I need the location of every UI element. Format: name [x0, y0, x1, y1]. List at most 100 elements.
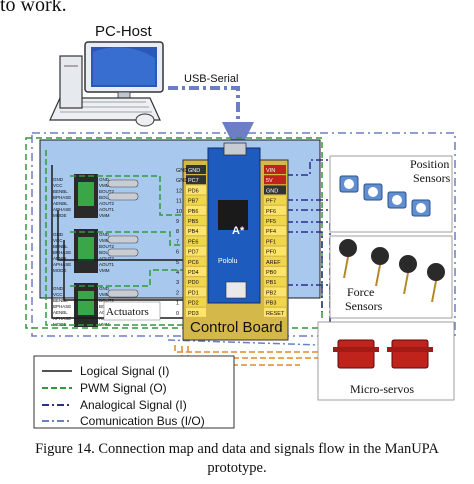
left-pin-number: 9 [176, 219, 179, 225]
left-pin-label: PD3 [188, 311, 199, 317]
right-pin-cell [264, 165, 286, 174]
driver-pin-right: VMM [99, 183, 110, 188]
driver-pin-right: VMM [99, 292, 110, 297]
driver-pin-right: BOUT2 [99, 189, 115, 194]
right-pin-label: PF1 [266, 239, 276, 245]
pc-host-label: PC-Host [95, 23, 153, 40]
right-pin-label: AREF [266, 260, 281, 266]
left-pin-label: PC6 [188, 260, 199, 266]
left-pin-number: GND [176, 168, 188, 174]
right-pin-cell [264, 307, 286, 317]
driver-pin-left: AENBL [53, 310, 68, 315]
driver-pin-right: VMM [99, 322, 110, 327]
figure-caption: Figure 14. Connection map and data and s… [0, 440, 474, 478]
caption-line-1: Figure 14. Connection map and data and s… [35, 441, 439, 457]
left-pin-cell [186, 205, 206, 215]
left-pin-number: 1 [176, 301, 179, 307]
left-pin-number: 5 [176, 260, 179, 266]
driver-pin-right: VMM [99, 238, 110, 243]
left-pin-cell [186, 185, 206, 195]
usb-serial-bus [168, 86, 254, 154]
driver-pin-right: BOUT2 [99, 244, 115, 249]
right-pin-label: PF7 [266, 199, 276, 205]
motor-driver-1 [74, 174, 98, 218]
left-pin-number: GND [176, 178, 188, 184]
left-pin-cell [186, 216, 206, 225]
left-pin-cell [186, 297, 206, 307]
right-pin-label: 5V [266, 178, 273, 184]
left-pin-number: 8 [176, 229, 179, 235]
right-pin-cell [264, 205, 286, 215]
driver-pin-right: VMM [99, 268, 110, 273]
left-pin-cell [186, 256, 206, 266]
left-pin-cell [186, 195, 206, 205]
position-sensors-label-2: Sensors [413, 171, 451, 185]
left-pin-label: PD2 [188, 301, 199, 307]
actuators-label: Actuators [106, 306, 149, 318]
legend-bus: Comunication Bus (I/O) [80, 414, 205, 428]
left-pin-label: PD1 [188, 290, 199, 296]
driver-pin-right: GND [99, 286, 110, 291]
left-pin-number: 2 [176, 290, 179, 296]
driver-pin-left: GND [53, 177, 64, 182]
left-pin-label: PD6 [188, 188, 199, 194]
driver-pin-left: MODE [53, 268, 67, 273]
driver-pin-right: BOUT1 [99, 250, 115, 255]
right-pin-cell [264, 287, 286, 297]
legend: Logical Signal (I) PWM Signal (O) Analog… [33, 355, 235, 429]
right-pin-label: RESET [266, 311, 285, 317]
driver-pin-right: BOUT1 [99, 195, 115, 200]
board-model: A* [232, 225, 245, 237]
legend-analog: Analogical Signal (I) [80, 398, 187, 412]
driver-pin-left: BPHASE [53, 304, 71, 309]
legend-pwm: PWM Signal (O) [80, 381, 167, 395]
right-pin-label: PF0 [266, 250, 276, 256]
left-pin-cell [186, 267, 206, 276]
right-pin-label: PF4 [266, 229, 276, 235]
preceding-text: to work. [0, 0, 67, 16]
driver-pin-right: AOUT2 [99, 256, 115, 261]
right-pin-cell [264, 175, 286, 185]
driver-pin-left: VCC [53, 292, 63, 297]
right-pin-label: PF5 [266, 219, 276, 225]
motor-driver-3 [74, 283, 98, 327]
left-pin-number: 3 [176, 280, 179, 286]
usb-serial-label: USB-Serial [184, 73, 238, 85]
left-pin-number: 4 [176, 270, 179, 276]
right-pin-cell [264, 256, 286, 266]
driver-pin-left: GND [53, 286, 64, 291]
right-pin-cell [264, 277, 286, 287]
motor-driver-2 [74, 229, 98, 273]
left-pin-cell [186, 287, 206, 297]
left-pin-cell [186, 246, 206, 256]
right-pin-cell [264, 267, 286, 276]
board-brand: Pololu [218, 258, 238, 265]
right-pin-label: PB2 [266, 290, 276, 296]
driver-pin-right: AOUT1 [99, 207, 115, 212]
driver-pin-left: BENBL [53, 244, 68, 249]
control-board-label: Control Board [190, 319, 283, 336]
right-pin-cell [264, 216, 286, 225]
right-pin-label: PB3 [266, 301, 276, 307]
right-pin-cell [264, 246, 286, 256]
driver-pin-left: BPHASE [53, 250, 71, 255]
left-pin-cell [186, 307, 206, 317]
legend-logical: Logical Signal (I) [80, 364, 169, 378]
left-pin-label: PE6 [188, 239, 198, 245]
connection-map-diagram: PC-Host USB-Serial GNDVCCBENBLBPHASEAENB… [25, 23, 456, 429]
left-pin-label: PD0 [188, 280, 199, 286]
left-pin-cell [186, 236, 206, 246]
left-pin-label: PB5 [188, 219, 198, 225]
left-pin-label: GND [188, 168, 200, 174]
left-pin-label: PB6 [188, 209, 198, 215]
driver-pin-left: MODE [53, 322, 67, 327]
micro-servos [317, 321, 455, 401]
pc-host-computer [49, 41, 164, 127]
left-pin-label: PC7 [188, 178, 199, 184]
right-pin-cell [264, 185, 286, 195]
left-pin-label: PB4 [188, 229, 198, 235]
right-pin-cell [264, 297, 286, 307]
right-pin-label: PF6 [266, 209, 276, 215]
left-pin-cell [186, 226, 206, 236]
driver-pin-right: AOUT1 [99, 262, 115, 267]
